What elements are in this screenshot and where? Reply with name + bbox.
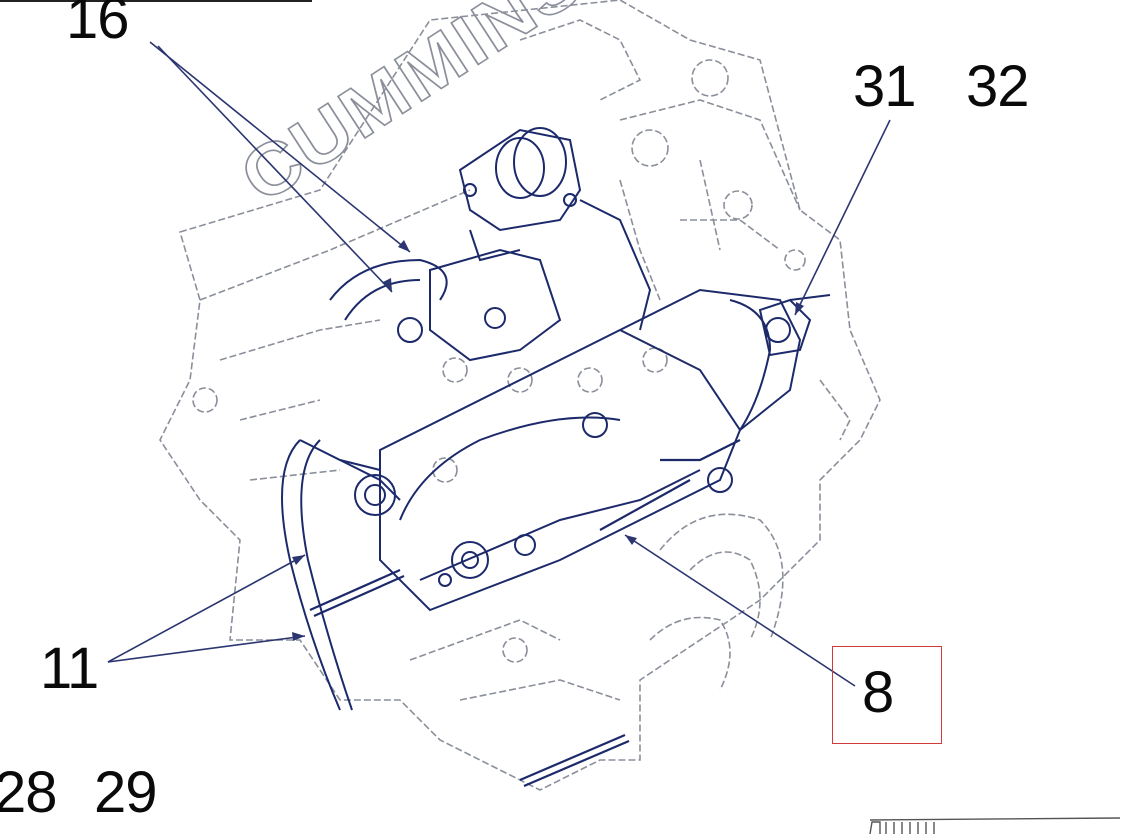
callout-highlight-box	[832, 646, 942, 744]
svg-text:CUMMINS: CUMMINS	[227, 0, 598, 218]
leader-31	[794, 119, 891, 316]
engine-block	[159, 0, 881, 791]
drive-belt	[281, 258, 448, 711]
partial-next-figure	[869, 817, 1121, 834]
top-frame-edge	[0, 0, 312, 2]
leader-lines	[107, 41, 891, 687]
leader-11b	[107, 635, 306, 663]
callout-11: 11	[40, 636, 99, 701]
bracket-solenoid	[397, 127, 652, 362]
callout-32: 32	[966, 54, 1030, 119]
leader-11a	[107, 554, 306, 663]
leader-16a	[149, 41, 411, 253]
leader-16b	[157, 45, 393, 293]
starter-motor-assembly	[379, 288, 831, 612]
callout-16: 16	[66, 0, 130, 51]
cable-ties	[309, 439, 741, 788]
callout-29: 29	[94, 760, 158, 825]
callout-8: 8	[862, 660, 894, 725]
callout-31: 31	[853, 54, 917, 119]
leader-arrowheads	[292, 240, 804, 641]
cummins-logo-lettering: CUMMINS	[226, 0, 598, 219]
leader-8	[624, 534, 856, 687]
callout-28: 28	[0, 760, 58, 825]
